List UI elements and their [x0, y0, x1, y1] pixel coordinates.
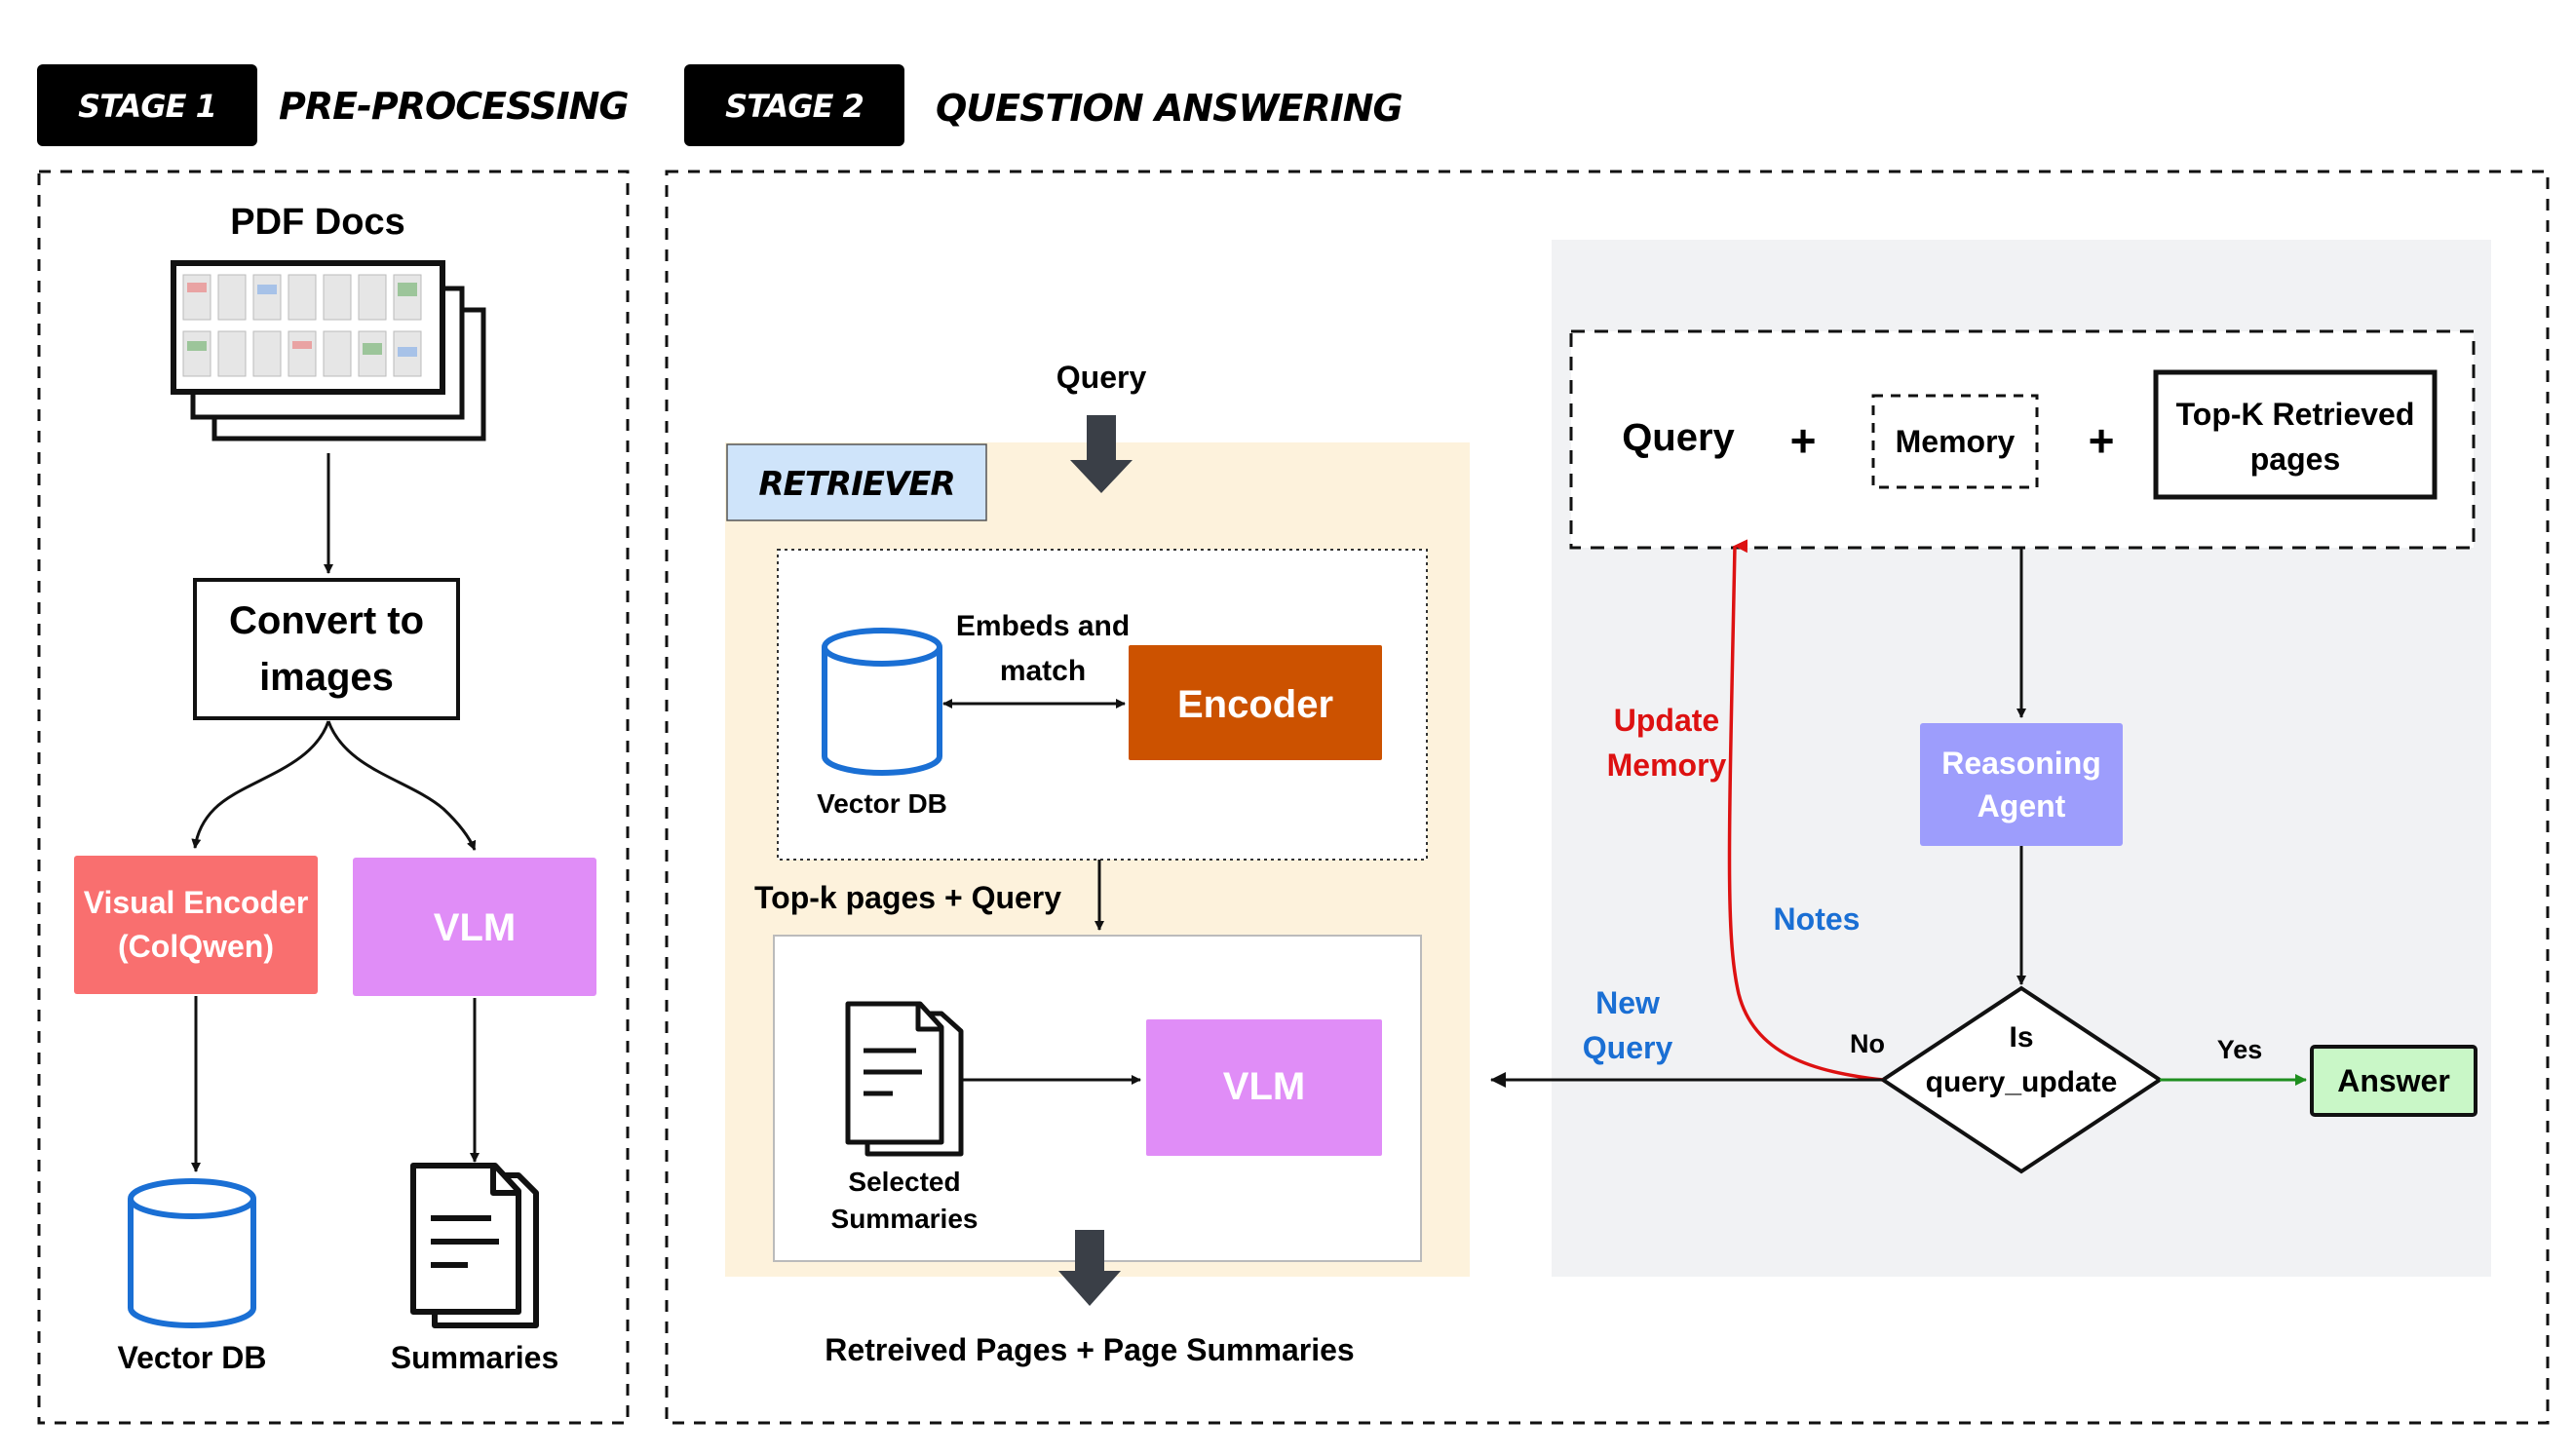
vlm-label-retriever: VLM: [1223, 1065, 1305, 1108]
plus-sign-2: +: [2089, 415, 2115, 466]
topk-retrieved-box: [2153, 369, 2438, 500]
pdf-stack-icon: [171, 260, 486, 441]
output-down-arrow: [1058, 1230, 1121, 1306]
reasoning-agent-line2: Agent: [1978, 788, 2066, 824]
decision-label-line2: query_update: [1926, 1066, 2118, 1098]
visual-encoder-line1: Visual Encoder: [84, 885, 309, 920]
selected-summaries-line2: Summaries: [831, 1204, 979, 1234]
update-memory-line2: Memory: [1607, 747, 1727, 783]
context-query-label: Query: [1622, 416, 1735, 459]
convert-to-images-box: [193, 578, 460, 720]
pdf-docs-label: PDF Docs: [230, 202, 404, 243]
notes-label: Notes: [1774, 901, 1861, 937]
stage2-panel: [665, 170, 2550, 1425]
yes-label: Yes: [2217, 1035, 2263, 1064]
plus-sign-1: +: [1790, 415, 1817, 466]
vlm-box-stage1: [353, 858, 596, 996]
no-label: No: [1850, 1029, 1885, 1058]
selected-summaries-document-icon: [845, 1001, 964, 1157]
query-down-arrow: [1070, 415, 1133, 493]
embeds-label-line2: match: [1000, 655, 1086, 687]
encoder-box: [1129, 645, 1382, 760]
stage2-badge-text: STAGE 2: [725, 88, 864, 125]
new-query-line2: Query: [1583, 1030, 1673, 1065]
visual-encoder-box: [74, 856, 318, 994]
selected-summaries-line1: Selected: [848, 1167, 960, 1197]
summaries-document-icon: [410, 1163, 539, 1328]
topk-query-label: Top-k pages + Query: [754, 880, 1061, 915]
stage2-badge: [684, 64, 904, 146]
arrow-convert-to-vlm: [326, 720, 477, 851]
decision-label-line1: Is: [2009, 1021, 2033, 1054]
vlm-box-retriever: [1146, 1019, 1382, 1156]
reasoning-agent-line1: Reasoning: [1941, 746, 2101, 781]
retrieved-output-label: Retreived Pages + Page Summaries: [825, 1332, 1354, 1367]
update-memory-line1: Update: [1614, 703, 1719, 738]
vlm-label-stage1: VLM: [434, 906, 516, 949]
convert-label-line1: Convert to: [229, 599, 424, 642]
convert-label-line2: images: [259, 656, 394, 699]
visual-encoder-line2: (ColQwen): [118, 929, 274, 964]
reasoning-agent-box: [1920, 723, 2123, 846]
vector-db-label-stage1: Vector DB: [118, 1340, 267, 1375]
vector-db-label-retriever: Vector DB: [817, 788, 947, 819]
stage1-panel: [37, 170, 630, 1425]
answer-label: Answer: [2337, 1063, 2450, 1098]
memory-label: Memory: [1896, 424, 2016, 459]
new-query-line1: New: [1595, 985, 1660, 1020]
topk-retrieved-line1: Top-K Retrieved: [2176, 397, 2415, 432]
stage1-badge: [37, 64, 257, 146]
decision-diamond: [1879, 985, 2164, 1174]
encoder-label: Encoder: [1177, 683, 1333, 726]
summaries-label: Summaries: [391, 1340, 559, 1375]
memory-box: [1871, 394, 2039, 489]
stage1-title: PRE-PROCESSING: [279, 85, 629, 128]
embeds-label-line1: Embeds and: [956, 610, 1130, 642]
answer-box: [2310, 1045, 2477, 1117]
arrow-update-memory: [1727, 539, 1884, 1082]
query-input-label: Query: [1056, 360, 1147, 395]
database-icon: [128, 1178, 256, 1328]
retriever-tag-label: RETRIEVER: [758, 465, 954, 504]
stage1-badge-text: STAGE 1: [78, 88, 216, 125]
arrow-convert-to-visual-encoder: [191, 720, 330, 849]
retriever-tag: [726, 443, 987, 521]
database-icon: [822, 628, 942, 776]
topk-retrieved-line2: pages: [2250, 441, 2340, 477]
stage2-title: QUESTION ANSWERING: [936, 87, 1402, 130]
